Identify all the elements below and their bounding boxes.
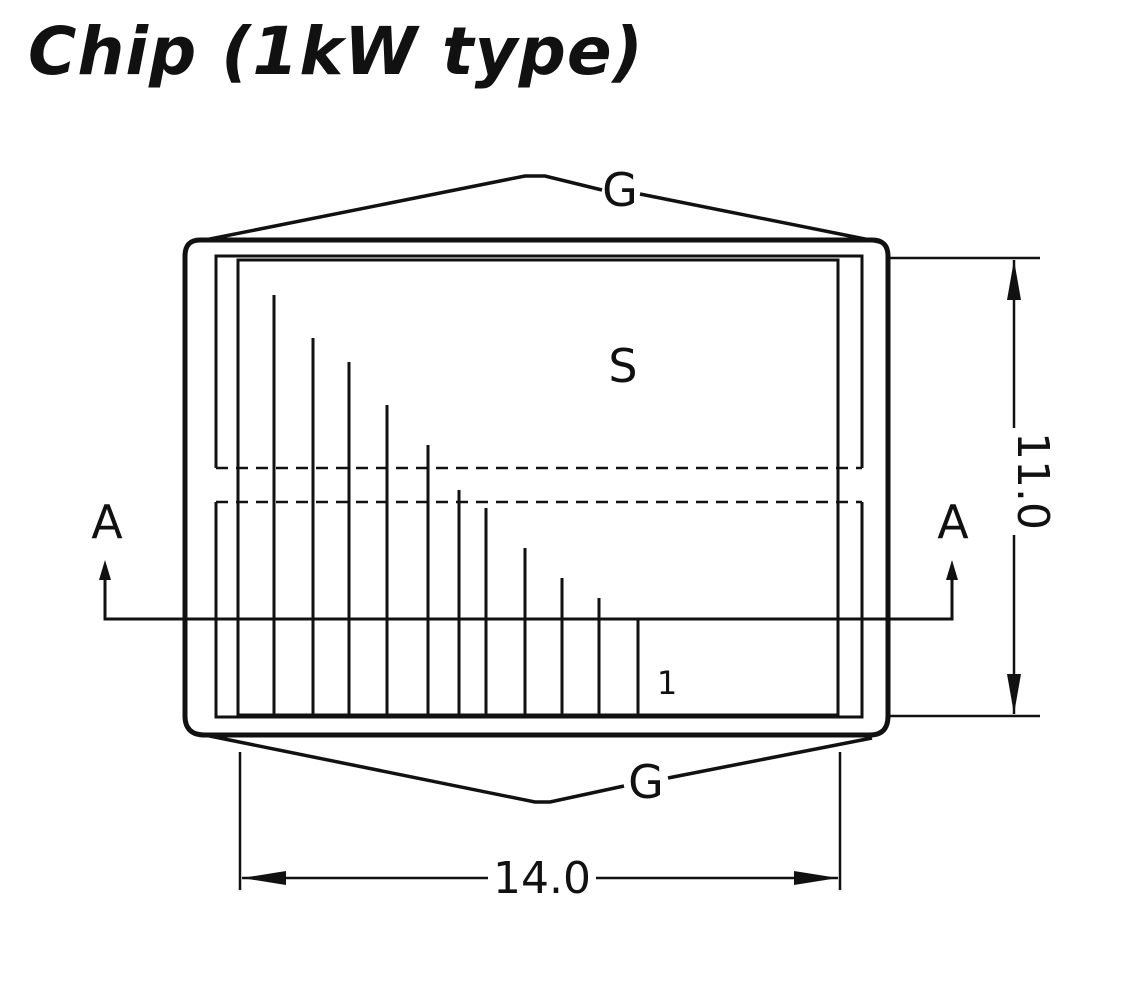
chip-outline [182,237,891,738]
section-arrow-right [946,560,958,580]
section-line-a-a [103,570,954,621]
gate-label-bottom: G [628,755,664,809]
finger-index-label: 1 [657,664,677,702]
gate-wire-bottom [194,731,873,804]
height-dimension-label: 11.0 [1007,432,1058,530]
gate-fingers [272,295,640,715]
width-arrow-left [242,871,286,885]
gate-label-top: G [602,163,638,217]
height-arrow-top [1007,260,1021,300]
width-dimension-label: 14.0 [493,853,591,904]
section-label-left: A [91,495,123,549]
section-label-right: A [937,495,969,549]
source-pad [236,258,840,717]
gate-wire-top [204,174,881,244]
source-label: S [608,339,637,393]
gate-ring-upper [214,254,864,468]
width-arrow-right [794,871,838,885]
gate-ring-lower [214,502,864,719]
height-arrow-bottom [1007,674,1021,714]
section-arrow-left [99,560,111,580]
diagram-title: Chip (1kW type) [28,13,644,90]
